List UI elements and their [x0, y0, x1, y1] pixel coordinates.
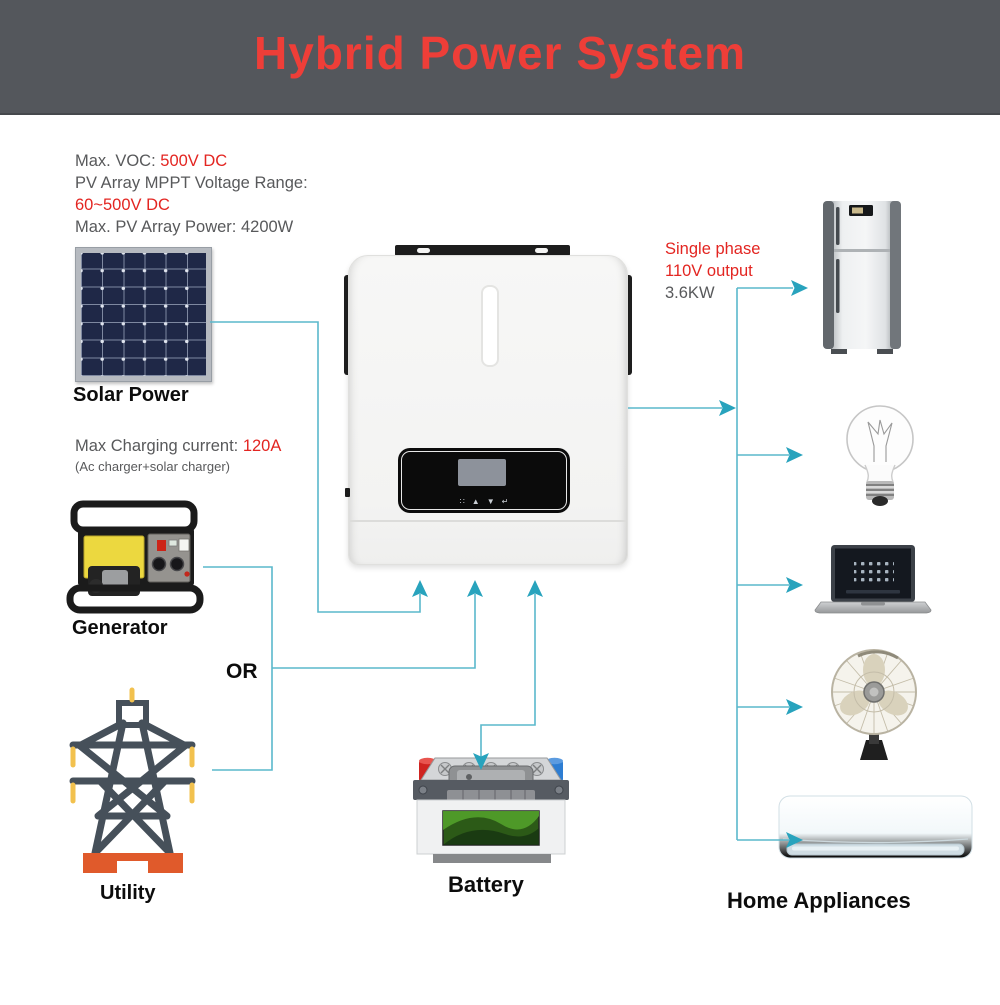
arrow-right-output	[719, 400, 736, 416]
home-appliances-label: Home Appliances	[727, 888, 911, 913]
wire-battery-to-inverter	[480, 594, 536, 757]
header-bar	[0, 0, 1000, 115]
inverter-bottom-seam	[350, 520, 626, 522]
output-line1: Single phase	[665, 240, 761, 258]
arrow-right-fan	[786, 699, 803, 715]
refrigerator-icon	[823, 197, 901, 357]
wire-or-to-inverter	[272, 594, 476, 669]
inverter-mount-bracket	[395, 245, 570, 256]
air-conditioner-icon	[778, 795, 974, 871]
page-title: Hybrid Power System	[254, 27, 746, 79]
utility-label: Utility	[100, 882, 156, 904]
light-bulb-icon	[838, 402, 922, 508]
inverter-buttons: ∷ ▲ ▼ ↵	[398, 498, 570, 506]
output-specs-text: Single phase 110V output 3.6KW	[665, 238, 760, 304]
mppt-line: PV Array MPPT Voltage Range:	[75, 174, 308, 192]
battery-icon	[405, 750, 577, 868]
inverter-port-notch	[345, 488, 350, 497]
up-icon: ▲	[471, 497, 480, 506]
down-icon: ▼	[486, 497, 495, 506]
arrow-right-laptop	[786, 577, 803, 593]
mppt-value: 60~500V DC	[75, 196, 170, 214]
solar-power-label: Solar Power	[73, 384, 189, 406]
inverter-led-strip	[481, 285, 499, 367]
arrow-up-or	[467, 580, 483, 597]
voc-line: Max. VOC: 500V DC	[75, 152, 228, 170]
arrow-up-battery-line	[527, 580, 543, 597]
voc-value: 500V DC	[160, 152, 228, 170]
charging-value: 120A	[242, 437, 282, 455]
inverter-lcd-screen	[458, 459, 506, 486]
menu-icon: ∷	[459, 497, 465, 506]
charging-sub: (Ac charger+solar charger)	[75, 459, 230, 474]
pv-power-line: Max. PV Array Power: 4200W	[75, 218, 294, 236]
generator-icon	[62, 500, 207, 615]
pv-specs-text: Max. VOC: 500V DC PV Array MPPT Voltage …	[75, 150, 308, 238]
solar-cells-grid	[81, 253, 206, 376]
utility-tower-icon	[55, 685, 210, 875]
arrow-down-battery	[473, 753, 489, 770]
inverter-display-panel: ∷ ▲ ▼ ↵	[398, 448, 570, 513]
output-line3: 3.6KW	[665, 284, 715, 302]
arrow-right-bulb	[786, 447, 803, 463]
arrow-right-fridge	[791, 280, 808, 296]
or-label: OR	[226, 660, 258, 683]
laptop-icon	[812, 545, 934, 615]
battery-label: Battery	[448, 872, 524, 897]
fan-icon	[828, 648, 920, 762]
bracket-hole	[417, 248, 430, 253]
arrow-up-solar	[412, 580, 428, 597]
charging-text: Max Charging current: 120A (Ac charger+s…	[75, 435, 281, 477]
solar-panel-icon	[75, 247, 212, 382]
arrow-right-ac	[786, 832, 803, 848]
charging-line: Max Charging current: 120A	[75, 437, 282, 455]
output-line2: 110V output	[665, 262, 753, 280]
bracket-hole	[535, 248, 548, 253]
inverter-image: ∷ ▲ ▼ ↵	[344, 245, 632, 565]
generator-label: Generator	[72, 617, 168, 639]
enter-icon: ↵	[501, 497, 509, 506]
